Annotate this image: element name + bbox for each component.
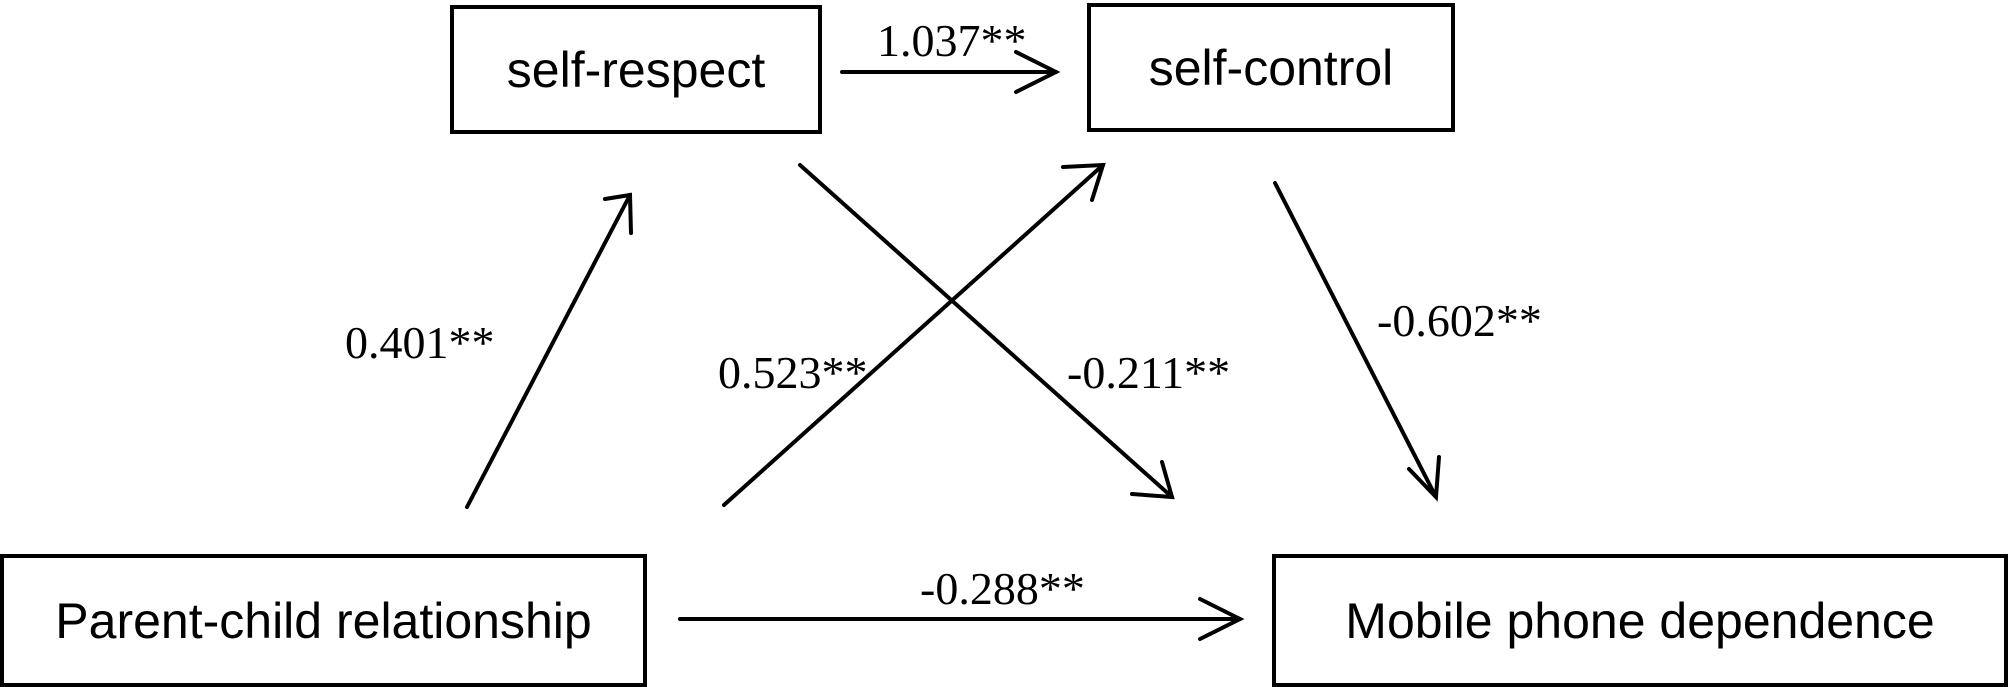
node-self-control: self-control bbox=[1087, 3, 1455, 132]
arrowhead-self-respect-to-mobile-phone bbox=[1130, 460, 1175, 500]
arrow-self-respect-to-mobile-phone bbox=[798, 163, 1174, 499]
coef-parent-child-to-self-control: 0.523** bbox=[718, 347, 868, 398]
node-parent-child-relationship: Parent-child relationship bbox=[0, 554, 647, 687]
arrowhead-parent-child-to-mobile-phone bbox=[1198, 597, 1245, 641]
coef-parent-child-to-self-respect: 0.401** bbox=[345, 317, 495, 368]
arrow-parent-child-to-self-respect bbox=[465, 193, 632, 509]
coef-self-control-to-mobile-phone: -0.602** bbox=[1377, 295, 1542, 346]
node-self-control-label: self-control bbox=[1148, 39, 1394, 96]
arrow-parent-child-to-self-control bbox=[722, 163, 1105, 507]
node-parent-child-label: Parent-child relationship bbox=[55, 592, 592, 649]
coef-self-respect-to-self-control: 1.037** bbox=[877, 15, 1027, 66]
node-self-respect: self-respect bbox=[450, 5, 822, 134]
arrowhead-self-control-to-mobile-phone bbox=[1407, 455, 1441, 502]
arrow-self-control-to-mobile-phone bbox=[1273, 181, 1438, 499]
coef-self-respect-to-mobile-phone: -0.211** bbox=[1067, 347, 1231, 398]
coef-parent-child-to-mobile-phone: -0.288** bbox=[920, 563, 1085, 614]
arrowhead-parent-child-to-self-control bbox=[1061, 162, 1106, 202]
node-mobile-phone-label: Mobile phone dependence bbox=[1345, 592, 1935, 649]
node-self-respect-label: self-respect bbox=[506, 41, 766, 98]
arrowhead-self-respect-to-self-control bbox=[1014, 50, 1061, 94]
arrowhead-parent-child-to-self-respect bbox=[603, 192, 633, 235]
node-mobile-phone-dependence: Mobile phone dependence bbox=[1272, 554, 2008, 687]
